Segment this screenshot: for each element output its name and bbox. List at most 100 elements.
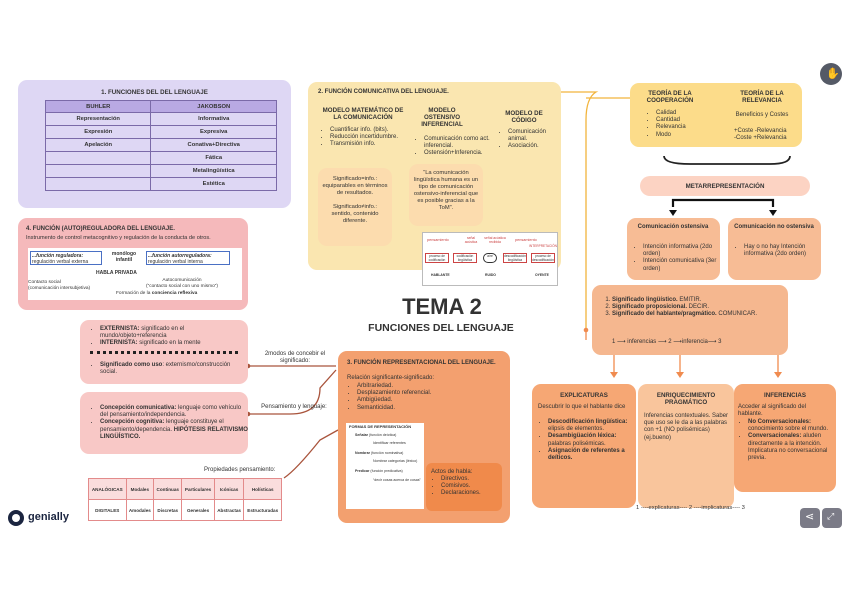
item-text: DECIR. [687, 304, 710, 311]
item-text: elipsis de elementos. [548, 426, 605, 433]
pensamiento-label: Pensamiento y lenguaje: [261, 404, 327, 410]
box1-title: 1. FUNCIONES DEL DEL LENGUAJE [101, 89, 208, 96]
relevancia-item: -Coste +Relevancia [734, 135, 787, 141]
enriquecimiento-text: Inferencias contextuales. Saber que uso … [644, 413, 729, 441]
inferencias-list: No Conversacionales: conocimiento sobre … [738, 419, 832, 462]
list-item: Ostensión+Inferencia. [424, 150, 494, 157]
table-cell [44, 177, 152, 191]
monologo-label: monólogo infantil [111, 251, 137, 263]
cooperacion-title: TEORÍA DE LA COOPERACIÓN [646, 90, 694, 104]
explicaturas-box: EXPLICATURAS Descubrir lo que el hablant… [532, 384, 636, 508]
list-item: Calidad [656, 110, 706, 117]
formacion-text: Formación de la [116, 291, 152, 296]
list-item: INTERNISTA: significado en la mente [100, 340, 248, 347]
formas-row: Nombrar (función nominativa) [355, 451, 421, 456]
list-item: Cuantificar info. (bits). [330, 127, 410, 134]
page-title: TEMA 2 [402, 294, 482, 319]
header-jakobson: JAKOBSON [150, 100, 277, 113]
beneficios-costes: Beneficios y Costes [735, 112, 789, 118]
list-item: EXTERNISTA: significado en el mundo/obje… [100, 326, 248, 340]
modelo-ostensivo-list: Comunicación como act. inferencial. Oste… [414, 136, 494, 158]
fullscreen-button[interactable]: ⤢ [822, 508, 842, 528]
hand-icon: ✋ [826, 68, 840, 80]
list-item: Descodificación lingüística: elipsis de … [548, 419, 632, 433]
list-item: Cantidad [656, 117, 706, 124]
accessibility-button[interactable]: ✋ [820, 63, 842, 85]
relevancia-title: TEORÍA DE LA RELEVANCIA [740, 90, 784, 104]
formacion-bold: conciencia reflexiva [151, 291, 198, 296]
teorias-box: TEORÍA DE LA COOPERACIÓN Calidad Cantida… [630, 83, 802, 147]
item-bold: Conversacionales: [748, 433, 802, 440]
reguladora-text: regulación verbal externa [32, 259, 89, 265]
list-item: Intención informativa (2do orden) [643, 244, 717, 258]
item-text: conocimiento sobre el mundo. [748, 426, 829, 433]
table-cell: Expresión [44, 125, 152, 139]
communication-diagram: pensamiento señal acústica señal acústic… [422, 232, 558, 286]
concepciones-list: Concepción comunicativa: lenguaje como v… [90, 405, 250, 441]
share-button[interactable]: ⋖ [800, 508, 820, 528]
reguladora-box: ...función reguladora: regulación verbal… [30, 251, 102, 265]
formas-text: “decir cosas acerca de cosas” [373, 477, 421, 482]
item-text: COMUNICAR. [716, 311, 758, 318]
list-item: Significado proposicional. DECIR. [612, 304, 780, 311]
item-text: significado en la mente [137, 340, 201, 347]
comunicacion-no-ostensiva-box: Comunicación no ostensiva Hay o no hay I… [728, 218, 821, 280]
item-bold: Significado proposicional. [612, 304, 688, 311]
significado-box: EXTERNISTA: significado en el mundo/obje… [80, 320, 248, 384]
table-cell: Estructuradas [243, 499, 282, 521]
item-text: palabras polisémicas. [548, 440, 606, 447]
item-bold: Asignación de referentes a deíticos. [548, 447, 625, 462]
table-cell: Informativa [150, 112, 277, 126]
inferencias-intro: Acceder al significado del hablante. [738, 404, 807, 418]
list-item: Comunicación como act. inferencial. [424, 136, 494, 150]
diagram-label: pensamiento [515, 238, 537, 242]
list-item: Ambigüedad. [357, 397, 487, 404]
formas-text: (función deíctica) [369, 432, 397, 437]
actos-title: Actos de habla: [431, 469, 473, 475]
list-item: Comisivos. [441, 483, 499, 490]
list-item: No Conversacionales: conocimiento sobre … [748, 419, 832, 433]
autorreguladora-text: regulación verbal interna [148, 259, 203, 265]
diagram-label: OYENTE [535, 273, 549, 277]
modelo-matematico-title: MODELO MATEMÁTICO DE LA COMUNICACIÓN [322, 107, 404, 121]
propiedades-label: Propiedades pensamiento: [204, 467, 276, 473]
funcion-representacional-box: 3. FUNCIÓN REPRESENTACIONAL DEL LENGUAJE… [338, 351, 510, 523]
explicaturas-title: EXPLICATURAS [560, 392, 608, 399]
diagram-label: señal acústica recibida [484, 236, 506, 244]
flow-step: 2 [668, 339, 672, 345]
item-bold: Descodificación lingüística: [548, 419, 628, 425]
list-item: Significado lingüístico. EMITIR. [612, 297, 780, 304]
item-bold: EXTERNISTA: [100, 326, 140, 332]
actos-habla-box: Actos de habla: Directivos. Comisivos. D… [426, 463, 502, 511]
list-item: Relevancia [656, 124, 706, 131]
box4-subtitle: Instrumento de control metacognitivo y r… [26, 235, 211, 241]
table-cell: Modales [125, 478, 155, 500]
list-item: Semanticidad. [357, 405, 487, 412]
diagram-box: proceso de codificación [425, 253, 449, 263]
formas-representacion-image: FORMAS DE REPRESENTACIÓN Señalar (funció… [346, 423, 424, 509]
modelo-codigo-list: Comunicación animal. Asociación. [498, 129, 558, 151]
dotted-divider [90, 351, 238, 354]
list-item: Comunicación animal. [508, 129, 558, 143]
explicaturas-list: Descodificación lingüística: elipsis de … [538, 419, 632, 462]
box2-title: 2. FUNCIÓN COMUNICATIVA DEL LENGUAJE. [318, 89, 449, 95]
significados-box: Significado lingüístico. EMITIR. Signifi… [592, 285, 788, 355]
autorreguladora-label: ...función autorreguladora: [148, 253, 212, 259]
formas-bold: Señalar [355, 432, 368, 437]
box3-title: 3. FUNCIÓN REPRESENTACIONAL DEL LENGUAJE… [347, 360, 496, 366]
list-item: Conversacionales: aluden directamente a … [748, 433, 832, 462]
significado-uso-list: Significado como uso: externismo/constru… [90, 362, 248, 376]
formas-bold: Nombrar [355, 450, 370, 455]
table-row: Metalingüística [44, 164, 277, 178]
modelo-ostensivo-title: MODELO OSTENSIVO INFERENCIAL [421, 107, 463, 128]
item-text: lenguaje como vehículo del pensamiento/i… [100, 405, 242, 419]
significados-list: Significado lingüístico. EMITIR. Signifi… [600, 297, 780, 319]
formas-text: (función predicativa) [370, 468, 403, 473]
table-cell: Estética [150, 177, 277, 191]
actos-list: Directivos. Comisivos. Declaraciones. [431, 476, 499, 498]
metarrepresentacion-pill: METARREPRESENTACIÓN [640, 176, 810, 196]
item-bold: Concepción cognitiva: [100, 419, 165, 426]
